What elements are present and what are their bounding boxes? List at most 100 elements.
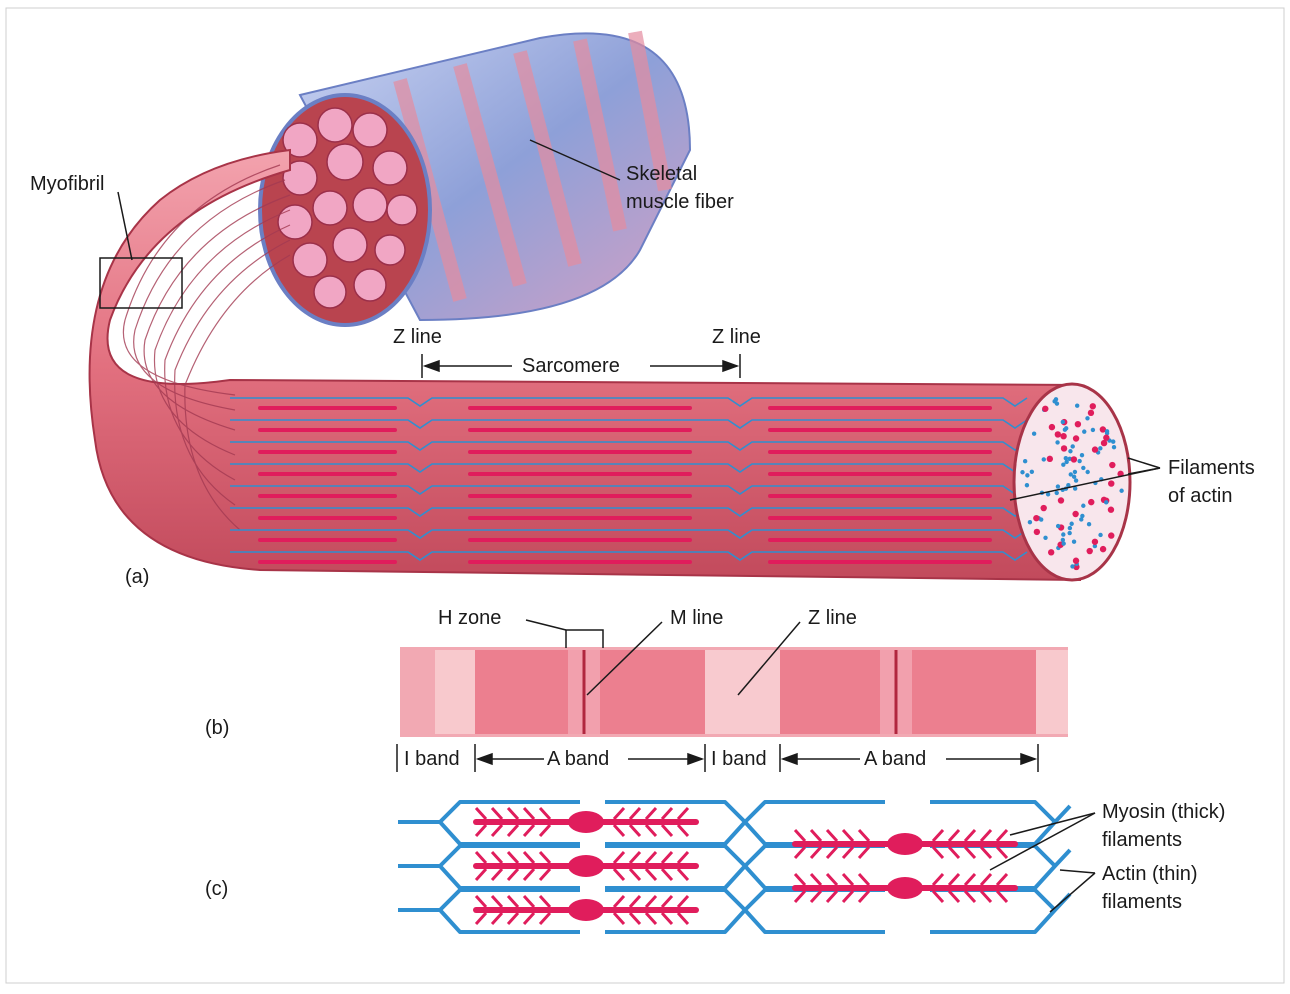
panel-c-label: (c) xyxy=(205,878,228,901)
filament-dot xyxy=(1098,446,1102,450)
filament-dot xyxy=(1091,428,1095,432)
filaments-of-actin-label-2: of actin xyxy=(1168,484,1232,508)
filament-dot xyxy=(1108,532,1114,538)
filament-dot xyxy=(1075,421,1081,427)
filament-dot xyxy=(1060,433,1066,439)
filament-dot xyxy=(1072,511,1078,517)
filament-dot xyxy=(1087,522,1091,526)
filament-dot xyxy=(1025,483,1029,487)
filament-dot xyxy=(1092,539,1098,545)
filament-dot xyxy=(1025,473,1029,477)
myosin-bare-zone xyxy=(887,877,923,899)
filament-dot xyxy=(1105,429,1109,433)
h-zone-label: H zone xyxy=(438,606,501,630)
filament-dot xyxy=(1048,549,1054,555)
filament-dot xyxy=(1111,439,1115,443)
filament-dot xyxy=(1073,435,1079,441)
filament-dot xyxy=(1061,420,1065,424)
myofibril-label: Myofibril xyxy=(30,172,104,196)
filament-dot xyxy=(1081,504,1085,508)
filament-dot xyxy=(1104,500,1108,504)
filament-dot xyxy=(1054,397,1058,401)
filament-dot xyxy=(1081,466,1085,470)
m-line-label: M line xyxy=(670,606,723,630)
actin-filaments-label-1: Actin (thin) xyxy=(1102,862,1198,886)
filament-dot xyxy=(1063,428,1067,432)
filament-dot xyxy=(1079,517,1083,521)
skeletal-muscle-fiber-label-1: Skeletal xyxy=(626,162,697,186)
filament-dot xyxy=(1061,538,1065,542)
filament-dot xyxy=(1074,478,1078,482)
z-line-right-label: Z line xyxy=(712,325,761,349)
filament-dot xyxy=(1072,475,1076,479)
filament-dot xyxy=(1112,445,1116,449)
filament-dot xyxy=(1049,424,1055,430)
filament-dot xyxy=(1041,505,1047,511)
z-line-band-label: Z line xyxy=(808,606,857,630)
myosin-filaments-label-2: filaments xyxy=(1102,828,1182,852)
filament-dot xyxy=(1090,403,1096,409)
filament-dot xyxy=(1075,404,1079,408)
filament-dot xyxy=(1055,431,1061,437)
filament-dot xyxy=(1073,558,1079,564)
filament-dot xyxy=(1055,491,1059,495)
filament-dot xyxy=(1056,484,1060,488)
panel-a-label: (a) xyxy=(125,566,149,589)
filament-dot xyxy=(1092,446,1098,452)
filament-dot xyxy=(1064,460,1068,464)
filament-dot xyxy=(1030,470,1034,474)
filament-dot xyxy=(1032,431,1036,435)
filament-dot xyxy=(1087,548,1093,554)
filament-dot xyxy=(1085,470,1089,474)
filament-dot xyxy=(1043,536,1047,540)
i-band-2-label: I band xyxy=(708,748,770,770)
filament-dot xyxy=(1068,526,1072,530)
filament-dot xyxy=(1088,499,1094,505)
filament-dot xyxy=(1072,539,1076,543)
myosin-filaments-label-1: Myosin (thick) xyxy=(1102,800,1225,824)
filament-dot xyxy=(1119,489,1123,493)
filament-dot xyxy=(1108,480,1114,486)
filament-dot xyxy=(1108,507,1114,513)
filament-dot xyxy=(1098,533,1102,537)
filament-dot xyxy=(1034,529,1040,535)
filament-dot xyxy=(1088,410,1094,416)
filament-dot xyxy=(1100,546,1106,552)
filament-dot xyxy=(1033,515,1039,521)
a-band-1-label: A band xyxy=(544,748,612,770)
filament-dot xyxy=(1056,524,1060,528)
skeletal-muscle-fiber-label-2: muscle fiber xyxy=(626,190,734,214)
filament-dot xyxy=(1071,456,1077,462)
filament-dot xyxy=(1069,522,1073,526)
filament-dot xyxy=(1028,520,1032,524)
filaments-of-actin-label-1: Filaments xyxy=(1168,456,1255,480)
z-line-left-label: Z line xyxy=(393,325,442,349)
filament-dot xyxy=(1080,453,1084,457)
myosin-bare-zone xyxy=(887,833,923,855)
filament-dot xyxy=(1061,445,1067,451)
filament-dot xyxy=(1109,462,1115,468)
filament-dot xyxy=(1103,435,1109,441)
filament-dot xyxy=(1071,444,1075,448)
filament-dot xyxy=(1020,470,1024,474)
myosin-bare-zone xyxy=(568,811,604,833)
myosin-bare-zone xyxy=(568,855,604,877)
filament-dot xyxy=(1067,531,1071,535)
panel-b-label: (b) xyxy=(205,717,229,740)
filament-dot xyxy=(1023,459,1027,463)
filament-dot xyxy=(1077,459,1081,463)
i-band-1-label: I band xyxy=(401,748,463,770)
a-band-2-label: A band xyxy=(861,748,929,770)
filament-dot xyxy=(1058,497,1064,503)
myosin-bare-zone xyxy=(568,899,604,921)
filament-dot xyxy=(1042,457,1046,461)
filament-dot xyxy=(1070,564,1074,568)
actin-filaments-label-2: filaments xyxy=(1102,890,1182,914)
filament-dot xyxy=(1042,406,1048,412)
filament-dot xyxy=(1055,440,1059,444)
filament-dot xyxy=(1064,456,1068,460)
filament-dot xyxy=(1068,449,1072,453)
sarcomere-label: Sarcomere xyxy=(522,354,620,378)
